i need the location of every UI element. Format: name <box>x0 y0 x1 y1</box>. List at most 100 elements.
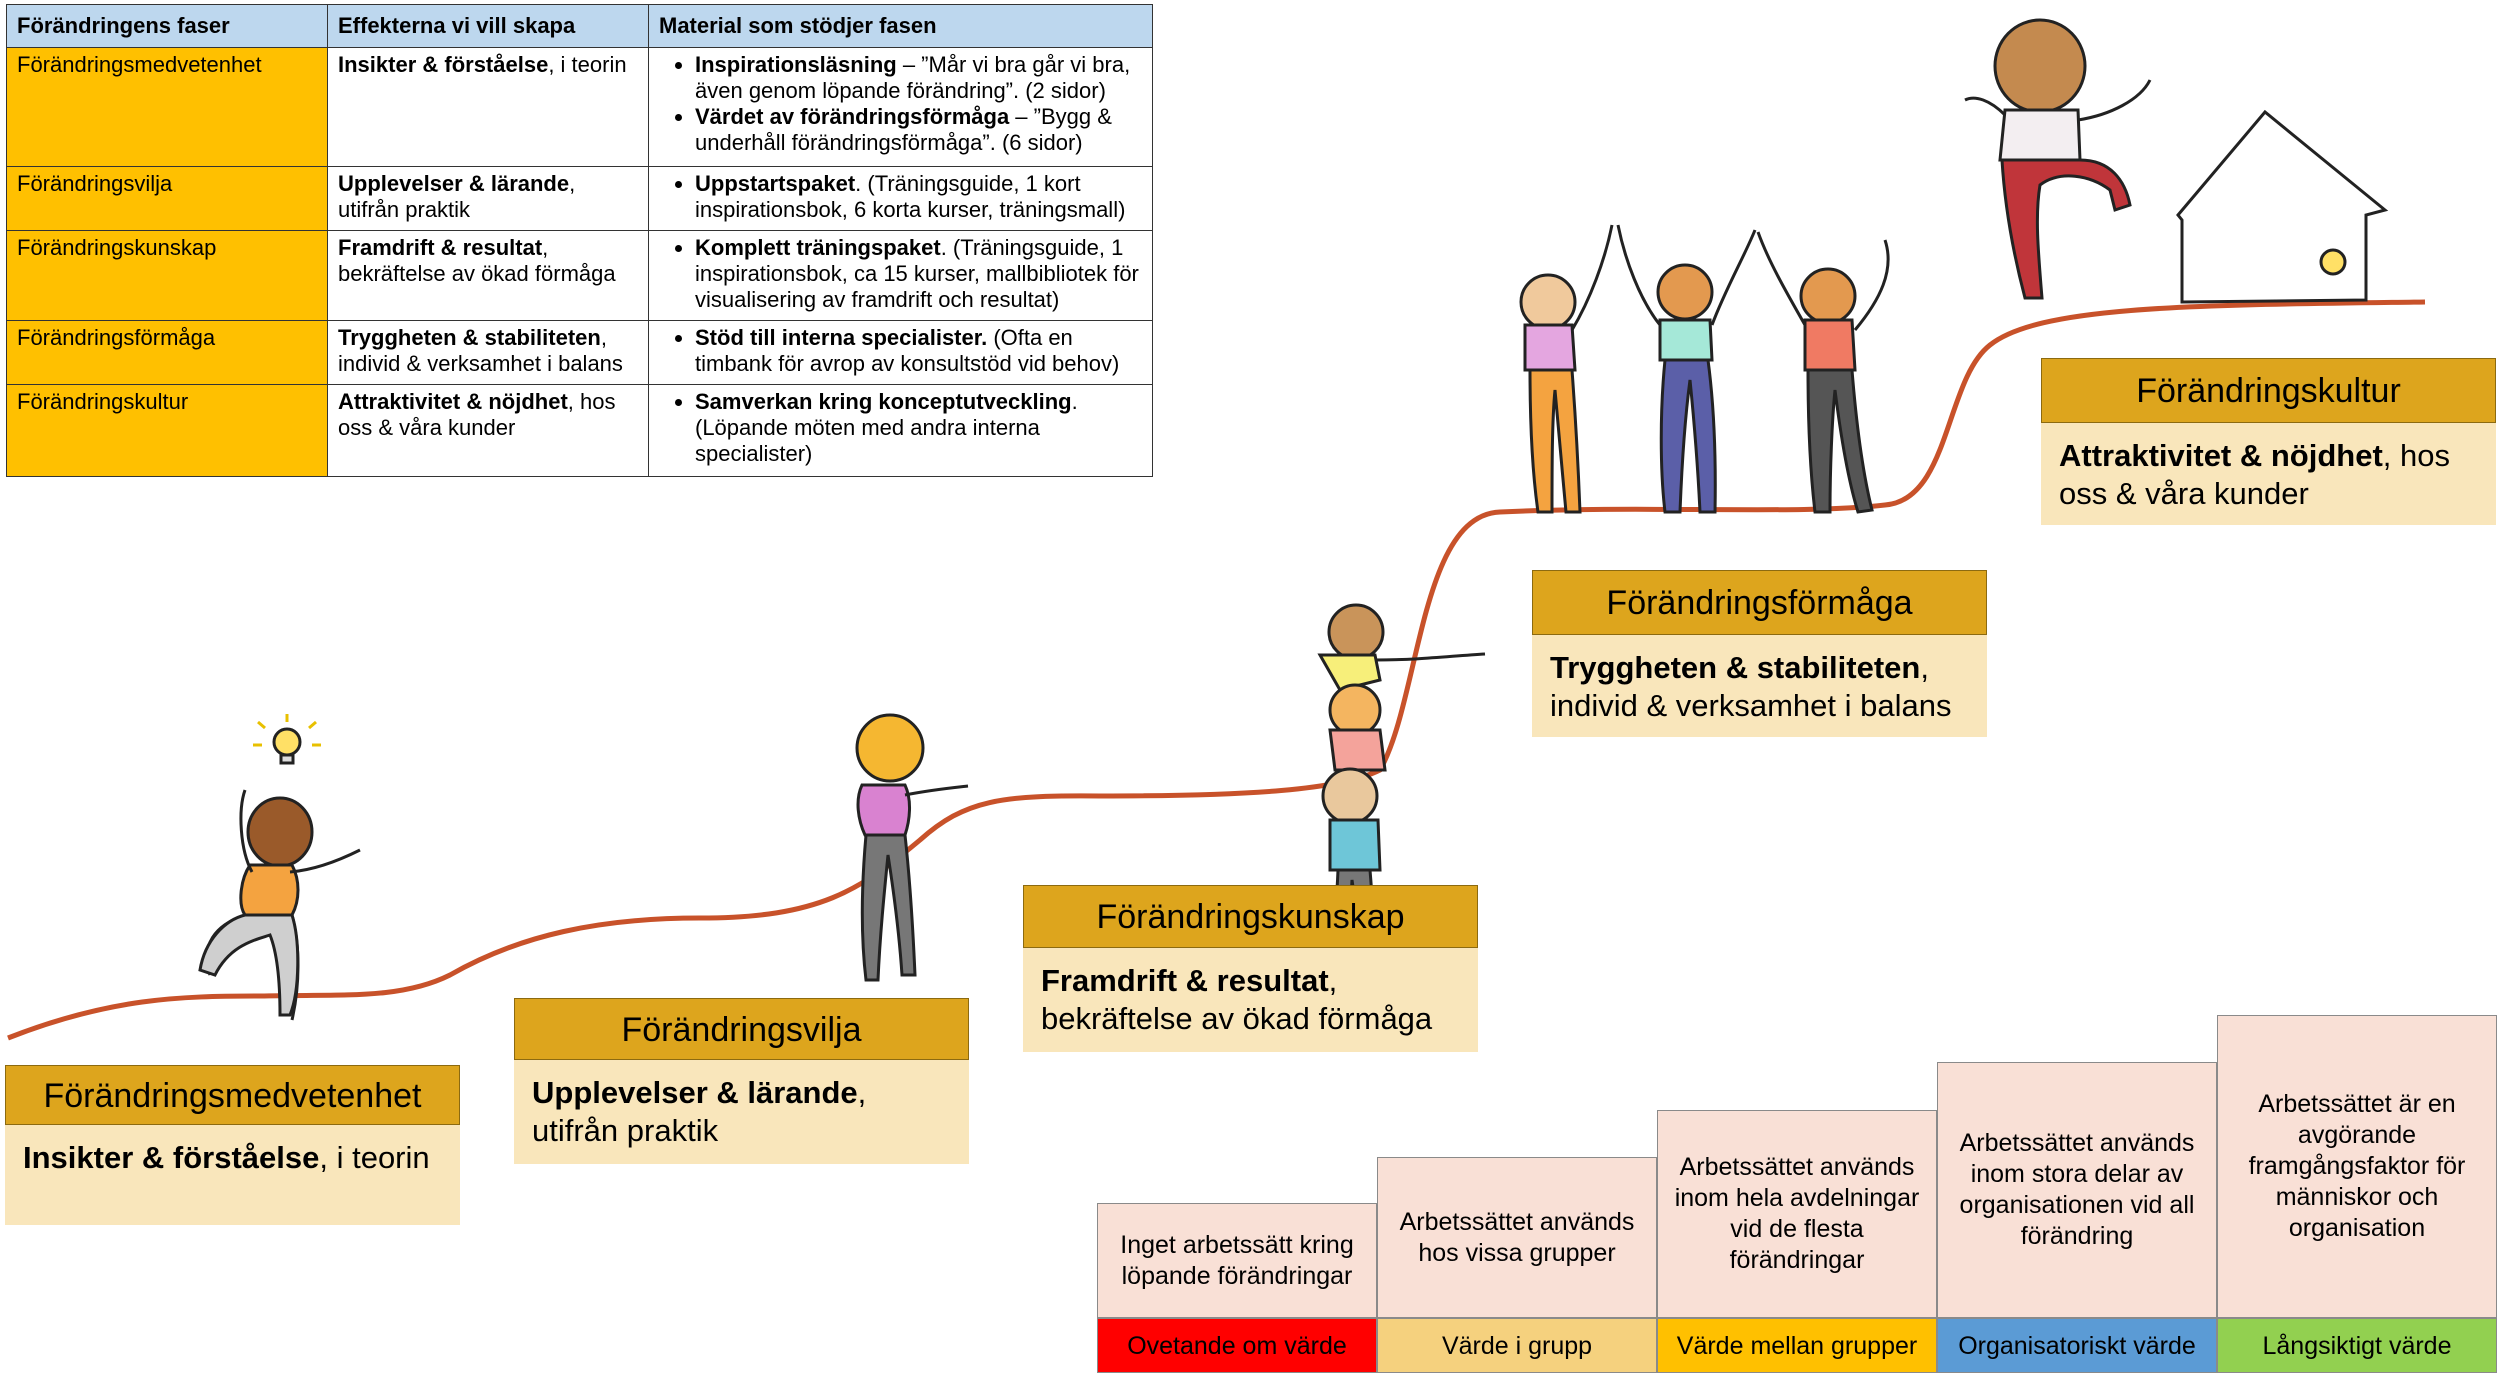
maturity-step: Arbetssättet används hos vissa grupper <box>1377 1157 1657 1318</box>
stage-title: Förändringskultur <box>2041 358 2496 423</box>
material-rest: – ”Bygg & underhåll förändringsförmåga”.… <box>695 104 1112 155</box>
stage-desc-bold: Upplevelser & lärande <box>532 1075 858 1110</box>
stage-title: Förändringsförmåga <box>1532 570 1987 635</box>
material-bold: Uppstartspaket <box>695 171 856 196</box>
material-rest: . (Löpande möten med andra interna speci… <box>695 389 1078 466</box>
table-cell-phase: Förändringsvilja <box>6 166 328 231</box>
material-item: Samverkan kring konceptutveckling. (Löpa… <box>695 389 1142 467</box>
maturity-label: Organisatoriskt värde <box>1937 1318 2217 1373</box>
maturity-step-text: Inget arbetssätt kring löpande förändrin… <box>1097 1203 1377 1318</box>
stage-awareness: Förändringsmedvetenhet Insikter & förstå… <box>5 1065 460 1225</box>
table-cell-material: Inspirationsläsning – ”Mår vi bra går vi… <box>648 47 1153 167</box>
stage-title: Förändringsmedvetenhet <box>5 1065 460 1125</box>
figure-walking <box>855 713 969 982</box>
material-bold: Inspirationsläsning <box>695 52 897 77</box>
material-bold: Komplett träningspaket <box>695 235 941 260</box>
lightbulb-icon <box>253 714 321 765</box>
material-rest: . (Träningsguide, 1 kort inspirationsbok… <box>695 171 1126 222</box>
maturity-step-text: Arbetssättet används hos vissa grupper <box>1377 1157 1657 1318</box>
table-cell-effect: Insikter & förståelse, i teorin <box>327 47 649 167</box>
stage-title: Förändringskunskap <box>1023 885 1478 948</box>
stage-ability: Förändringsförmåga Tryggheten & stabilit… <box>1532 570 1987 737</box>
table-cell-phase: Förändringskultur <box>6 384 328 477</box>
effect-bold: Insikter & förståelse <box>338 52 549 77</box>
stage-description: Attraktivitet & nöjdhet, hos oss & våra … <box>2041 423 2496 525</box>
material-item: Inspirationsläsning – ”Mår vi bra går vi… <box>695 52 1142 104</box>
effect-bold: Tryggheten & stabiliteten <box>338 325 601 350</box>
effect-rest: , hos oss & våra kunder <box>338 389 616 440</box>
table-row: Förändringsförmåga Tryggheten & stabilit… <box>6 320 1153 385</box>
table-row: Förändringsmedvetenhet Insikter & förstå… <box>6 47 1153 167</box>
stage-desc-bold: Framdrift & resultat <box>1041 963 1329 998</box>
table-cell-effect: Upplevelser & lärande, utifrån praktik <box>327 166 649 231</box>
stage-desc-bold: Attraktivitet & nöjdhet <box>2059 438 2383 473</box>
effect-rest: , utifrån praktik <box>338 171 576 222</box>
stage-desc-rest: , utifrån praktik <box>532 1075 867 1148</box>
stage-description: Framdrift & resultat, bekräftelse av öka… <box>1023 948 1478 1052</box>
stage-desc-rest: , individ & verksamhet i balans <box>1550 650 1952 723</box>
table-row: Förändringskultur Attraktivitet & nöjdhe… <box>6 384 1153 477</box>
material-bold: Värdet av förändringsförmåga <box>695 104 1010 129</box>
table-cell-phase: Förändringsmedvetenhet <box>6 47 328 167</box>
stage-desc-bold: Insikter & förståelse <box>23 1140 320 1175</box>
maturity-label: Värde i grupp <box>1377 1318 1657 1373</box>
stage-description: Upplevelser & lärande, utifrån praktik <box>514 1060 969 1164</box>
material-rest: . (Träningsguide, 1 inspirationsbok, ca … <box>695 235 1139 312</box>
effect-bold: Framdrift & resultat <box>338 235 543 260</box>
stage-desc-rest: , i teorin <box>319 1140 430 1175</box>
material-rest: (Ofta en timbank för avrop av konsultstö… <box>695 325 1120 376</box>
table-header: Material som stödjer fasen <box>648 4 1153 48</box>
stage-desc-bold: Tryggheten & stabiliteten <box>1550 650 1921 685</box>
stage-culture: Förändringskultur Attraktivitet & nöjdhe… <box>2041 358 2496 525</box>
maturity-step: Arbetssättet används inom hela avdelning… <box>1657 1110 1937 1318</box>
material-item: Uppstartspaket. (Träningsguide, 1 kort i… <box>695 171 1142 223</box>
table-header-row: Förändringens faser Effekterna vi vill s… <box>6 4 1153 48</box>
maturity-label: Långsiktigt värde <box>2217 1318 2497 1373</box>
stage-title: Förändringsvilja <box>514 998 969 1060</box>
effect-rest: , individ & verksamhet i balans <box>338 325 623 376</box>
material-item: Komplett träningspaket. (Träningsguide, … <box>695 235 1142 313</box>
effect-bold: Attraktivitet & nöjdhet <box>338 389 568 414</box>
effect-bold: Upplevelser & lärande <box>338 171 570 196</box>
table-cell-phase: Förändringsförmåga <box>6 320 328 385</box>
maturity-value-bar: Ovetande om värde Värde i grupp Värde me… <box>1097 1318 2497 1373</box>
material-bold: Stöd till interna specialister. <box>695 325 988 350</box>
stage-will: Förändringsvilja Upplevelser & lärande, … <box>514 998 969 1164</box>
figure-victory <box>1964 18 2152 300</box>
material-item: Värdet av förändringsförmåga – ”Bygg & u… <box>695 104 1142 156</box>
table-row: Förändringsvilja Upplevelser & lärande, … <box>6 166 1153 231</box>
maturity-step-text: Arbetssättet används inom hela avdelning… <box>1657 1110 1937 1318</box>
stage-description: Tryggheten & stabiliteten, individ & ver… <box>1532 635 1987 737</box>
figure-group-celebrating <box>1519 224 1890 514</box>
house-icon <box>2176 109 2389 304</box>
maturity-label: Ovetande om värde <box>1097 1318 1377 1373</box>
maturity-step-text: Arbetssättet används inom stora delar av… <box>1937 1062 2217 1318</box>
table-cell-effect: Framdrift & resultat, bekräftelse av öka… <box>327 230 649 321</box>
maturity-step: Arbetssättet är en avgörande framgångsfa… <box>2217 1015 2497 1318</box>
table-header: Effekterna vi vill skapa <box>327 4 649 48</box>
phase-table: Förändringens faser Effekterna vi vill s… <box>6 4 1153 477</box>
table-cell-material: Stöd till interna specialister. (Ofta en… <box>648 320 1153 385</box>
table-cell-effect: Attraktivitet & nöjdhet, hos oss & våra … <box>327 384 649 477</box>
table-cell-material: Uppstartspaket. (Träningsguide, 1 kort i… <box>648 166 1153 231</box>
material-bold: Samverkan kring konceptutveckling <box>695 389 1072 414</box>
table-header: Förändringens faser <box>6 4 328 48</box>
material-item: Stöd till interna specialister. (Ofta en… <box>695 325 1142 377</box>
table-row: Förändringskunskap Framdrift & resultat,… <box>6 230 1153 321</box>
figure-jumping <box>198 714 361 1021</box>
table-cell-material: Samverkan kring konceptutveckling. (Löpa… <box>648 384 1153 477</box>
effect-rest: , i teorin <box>548 52 627 77</box>
maturity-step-text: Arbetssättet är en avgörande framgångsfa… <box>2217 1015 2497 1318</box>
effect-rest: , bekräftelse av ökad förmåga <box>338 235 616 286</box>
stage-desc-rest: , hos oss & våra kunder <box>2059 438 2451 511</box>
stage-description: Insikter & förståelse, i teorin <box>5 1125 460 1225</box>
table-cell-phase: Förändringskunskap <box>6 230 328 321</box>
material-rest: – ”Mår vi bra går vi bra, även genom löp… <box>695 52 1131 103</box>
table-cell-effect: Tryggheten & stabiliteten, individ & ver… <box>327 320 649 385</box>
table-cell-material: Komplett träningspaket. (Träningsguide, … <box>648 230 1153 321</box>
stage-desc-rest: , bekräftelse av ökad förmåga <box>1041 963 1433 1036</box>
stage-knowledge: Förändringskunskap Framdrift & resultat,… <box>1023 885 1478 1052</box>
progress-path <box>7 299 2426 1041</box>
maturity-step: Arbetssättet används inom stora delar av… <box>1937 1062 2217 1318</box>
